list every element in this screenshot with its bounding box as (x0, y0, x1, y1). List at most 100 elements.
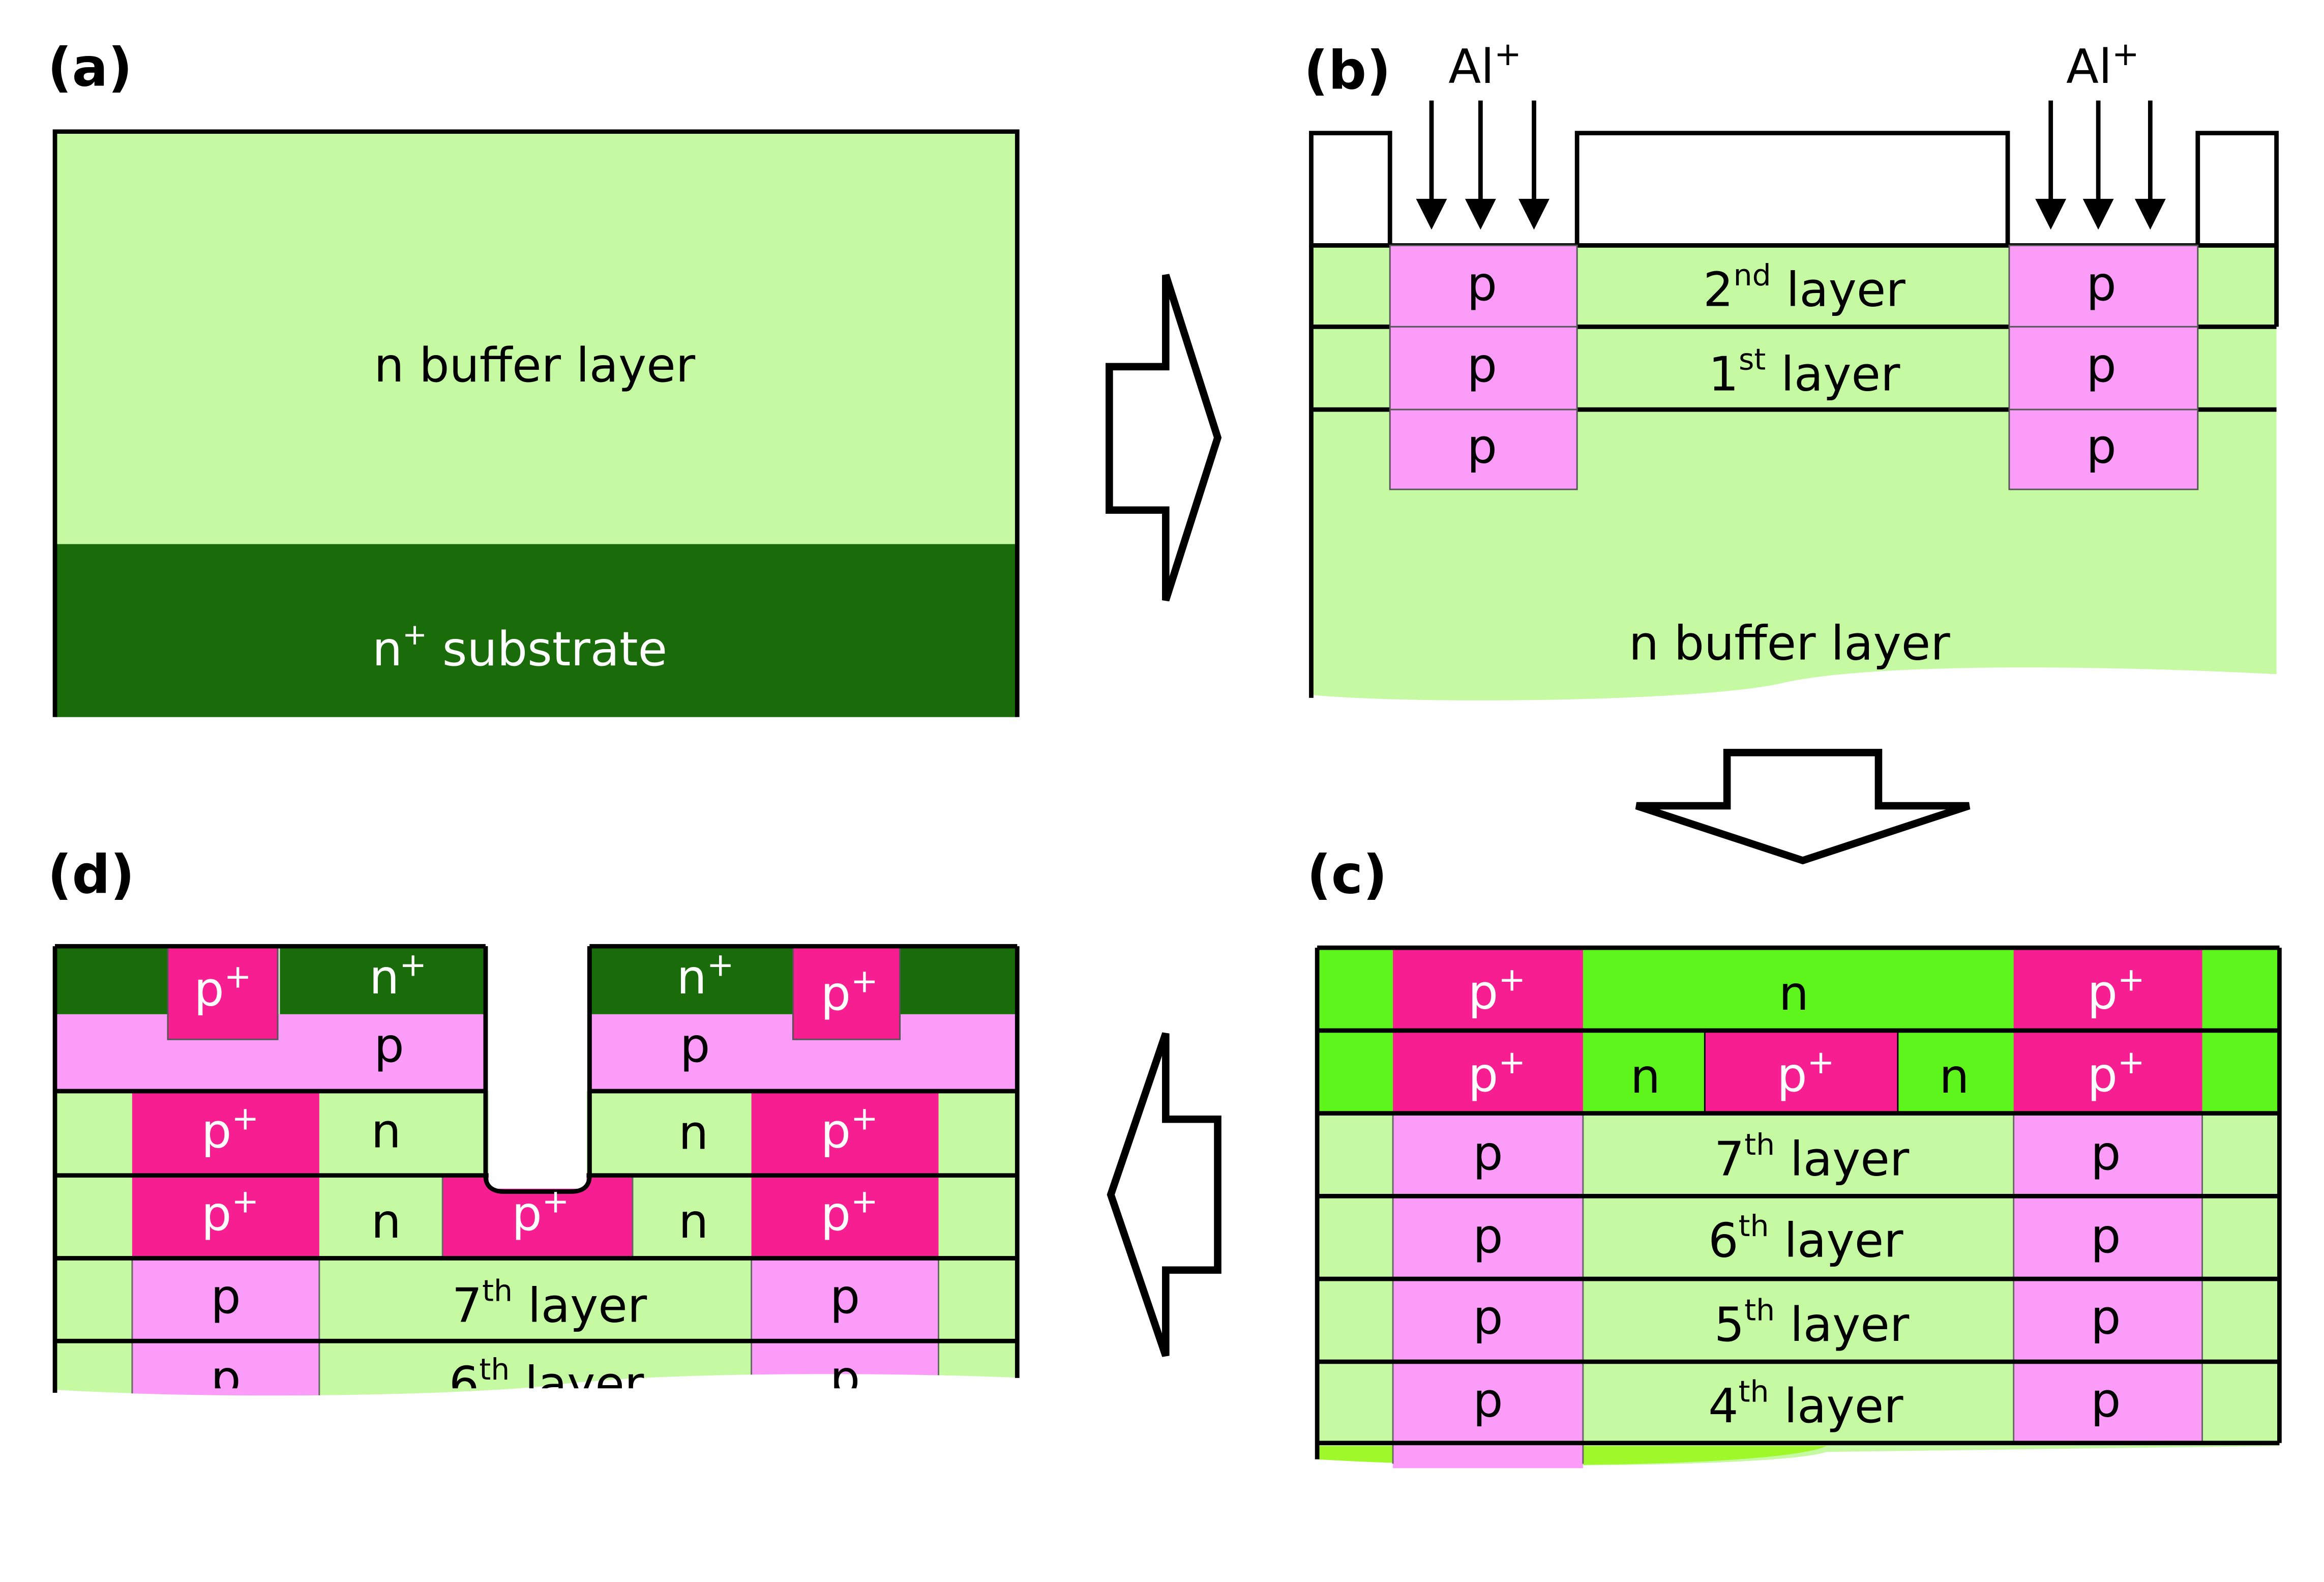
p-label: p (2086, 419, 2116, 474)
p-label: p (830, 1350, 860, 1405)
layer-word: layer (1771, 262, 1906, 317)
layer-number: 1 (1709, 346, 1739, 402)
n-label: n (678, 1105, 708, 1160)
p-label: p (2091, 1208, 2121, 1264)
ion-charge: + (2112, 36, 2139, 73)
panel-d: (d) (44, 844, 1025, 1420)
fourth-layer-label: 4th layer (1708, 1374, 1903, 1434)
panel-b-label: (b) (1304, 40, 1391, 102)
first-layer-label: 1st layer (1709, 342, 1901, 402)
sixth-layer-label: 6th layer (1708, 1209, 1903, 1268)
p-plus-label: p+ (194, 958, 251, 1017)
p-region (1393, 1113, 1583, 1469)
ion-arrow-head-icon (2082, 198, 2114, 230)
p-label: p (1473, 1125, 1503, 1181)
left-process-arrow-icon (1107, 1032, 1221, 1357)
ordinal-suffix: st (1739, 342, 1766, 377)
seventh-layer-label: 7th layer (452, 1274, 647, 1333)
ordinal-suffix: nd (1734, 258, 1771, 292)
right-process-arrow-icon (1106, 274, 1222, 602)
n-buffer-layer-label: n buffer layer (374, 337, 696, 393)
p-region (751, 1258, 939, 1378)
panel-c: (c) (1307, 844, 2282, 1469)
ion-arrows-left (1416, 100, 1550, 230)
p-label: p (680, 1017, 710, 1073)
seventh-layer-label: 7th layer (1714, 1127, 1910, 1187)
n-label: n (678, 1193, 708, 1249)
n-label: n (1939, 1048, 1969, 1104)
p-label: p (1467, 337, 1497, 393)
layer-number: 2 (1703, 262, 1733, 317)
p-plus-region (751, 1175, 939, 1258)
implant-mask-left (1309, 131, 1392, 248)
p-plus-label: p+ (821, 962, 878, 1021)
p-plus-label: p+ (2088, 1044, 2145, 1102)
ion-arrow-head-icon (1416, 198, 1447, 230)
panel-b-buffer-label: n buffer layer (1629, 616, 1951, 671)
implant-mask-center (1574, 131, 2010, 248)
p-plus-region (2013, 1030, 2202, 1114)
ion-arrows-right (2035, 100, 2166, 230)
n-label: n (1630, 1048, 1660, 1104)
p-label: p (1467, 419, 1497, 474)
substrate-n: n (372, 621, 402, 677)
p-region (132, 1258, 319, 1403)
trench-opening (488, 940, 587, 1189)
implant-mask-right (2195, 131, 2279, 248)
p-implant-right-2 (2008, 326, 2199, 411)
p-plus-region (1393, 948, 1583, 1031)
clipped-sixth-row: p p 6th layer (211, 1350, 860, 1412)
p-implant-right-1 (2008, 245, 2199, 328)
substrate-rest: substrate (427, 621, 667, 677)
p-plus-region (1705, 1030, 1898, 1114)
n-plus-label: n+ (369, 946, 427, 1005)
p-plus-region (132, 1091, 319, 1176)
down-process-arrow-icon (1635, 749, 1971, 865)
p-plus-label: p+ (1468, 1044, 1526, 1102)
p-plus-label: p+ (1777, 1044, 1834, 1102)
second-layer-label: 2nd layer (1703, 258, 1905, 317)
p-label: p (1473, 1290, 1503, 1345)
ion-base: Al (1448, 39, 1494, 94)
n-label: n (371, 1193, 401, 1249)
panel-a: (a) n buffer layer n+ substrate (47, 37, 1020, 717)
p-label: p (1473, 1208, 1503, 1264)
ion-charge: + (1494, 36, 1522, 73)
sixth-layer-label: 6th layer (449, 1352, 644, 1412)
p-label: p (1473, 1372, 1503, 1428)
p-plus-region (1393, 1030, 1583, 1114)
panel-d-break-mask (44, 1374, 1025, 1420)
n-label: n (1779, 965, 1809, 1021)
p-plus-label: p+ (201, 1183, 259, 1242)
p-label: p (2091, 1290, 2121, 1345)
p-implant-right-3 (2008, 408, 2199, 490)
p-label: p (1467, 256, 1497, 311)
panel-d-outlines (52, 944, 1020, 1393)
al-ion-label-left: Al+ (1448, 36, 1522, 94)
p-label: p (2086, 256, 2116, 311)
n-plus-substrate-label: n+ substrate (372, 617, 667, 677)
substrate-sup: + (402, 617, 427, 652)
panel-a-outline (52, 129, 1020, 717)
p-plus-region (132, 1175, 319, 1258)
panel-b: (b) p p p p p p 2nd layer 1st layer n bu… (1304, 36, 2279, 700)
al-ion-label-right: Al+ (2066, 36, 2139, 94)
p-plus-region (2013, 948, 2202, 1031)
fifth-layer-label: 5th layer (1714, 1293, 1910, 1353)
panel-c-label: (c) (1307, 844, 1387, 906)
trench-outline (483, 946, 592, 1194)
p-label: p (211, 1350, 241, 1405)
p-plus-label: p+ (512, 1183, 569, 1242)
ion-arrow-head-icon (2035, 198, 2067, 230)
p-plus-label: p+ (201, 1100, 259, 1159)
p-label: p (2086, 337, 2116, 393)
p-label: p (2091, 1125, 2121, 1181)
panel-a-label: (a) (47, 37, 132, 99)
n-plus-label: n+ (677, 946, 734, 1005)
p-label: p (830, 1269, 860, 1324)
p-label: p (211, 1269, 241, 1324)
n-plus-substrate-region (55, 544, 1018, 717)
p-label: p (374, 1017, 404, 1073)
panel-d-label: (d) (47, 844, 134, 906)
